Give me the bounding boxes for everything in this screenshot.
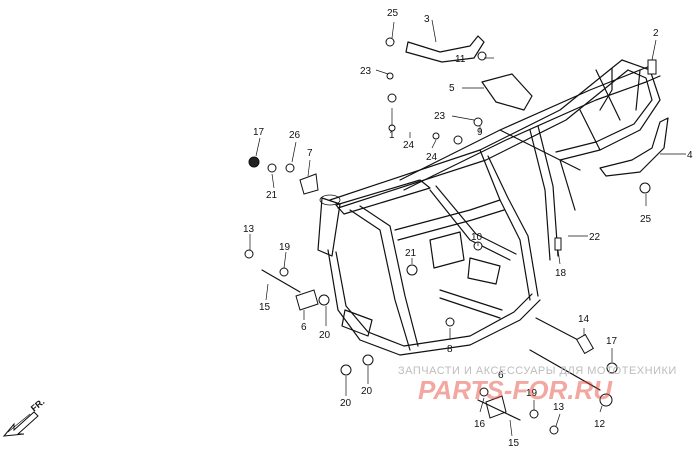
callout-14: 14 — [578, 314, 590, 325]
callout-9: 9 — [477, 127, 483, 138]
callout-24-left: 24 — [403, 140, 415, 151]
callout-20-left: 20 — [319, 330, 331, 341]
part-6-mount-a — [295, 289, 319, 311]
callout-6-left: 6 — [301, 322, 307, 333]
callout-7: 7 — [307, 148, 313, 159]
callout-16: 16 — [474, 419, 486, 430]
callout-11: 11 — [455, 54, 466, 65]
callout-3: 3 — [424, 14, 430, 25]
callout-26: 26 — [289, 130, 301, 141]
callout-18: 18 — [555, 268, 567, 279]
part-4-bracket — [599, 117, 669, 177]
front-marker-label: FR. — [29, 397, 47, 414]
leader-lines — [249, 19, 686, 437]
callout-13-left: 13 — [243, 224, 255, 235]
main-frame — [317, 59, 661, 356]
callout-23-left: 23 — [360, 66, 372, 77]
callout-15-left: 15 — [259, 302, 271, 313]
part-5-plate — [481, 73, 533, 111]
part-6-mount-b — [485, 395, 507, 419]
callout-6-right: 6 — [498, 370, 504, 381]
callout-17-right: 17 — [606, 336, 618, 347]
callout-4: 4 — [687, 150, 693, 161]
callout-15-right: 15 — [508, 438, 520, 449]
part-12-bolt — [529, 349, 601, 391]
part-3-bracket — [405, 35, 485, 63]
callout-1: 1 — [389, 130, 395, 141]
part-15-bolt-a — [261, 269, 301, 293]
callout-25-top: 25 — [387, 8, 399, 19]
callout-17-left: 17 — [253, 127, 265, 138]
callout-20-mid: 20 — [361, 386, 373, 397]
callout-23-mid: 23 — [434, 111, 446, 122]
nuts-and-washers — [244, 37, 651, 435]
callout-19-left: 19 — [279, 242, 291, 253]
front-direction-arrow: FR. — [2, 397, 47, 437]
callout-24-mid: 24 — [426, 152, 438, 163]
part-18-bolt — [554, 237, 562, 251]
callout-8: 8 — [447, 344, 453, 355]
callout-10: 10 — [471, 232, 483, 243]
watermark-logo: PARTS-FOR.RU — [418, 375, 613, 405]
callout-25-right: 25 — [640, 214, 652, 225]
part-15-bolt-b — [477, 399, 521, 421]
callout-21-center: 21 — [405, 248, 417, 259]
part-7-mount — [299, 173, 319, 195]
callout-13-right: 13 — [553, 402, 565, 413]
callout-labels: 25 3 11 23 5 23 9 1 24 24 2 4 25 17 26 7… — [243, 8, 693, 449]
callout-5: 5 — [449, 83, 455, 94]
callout-21-left: 21 — [266, 190, 278, 201]
callout-19-right: 19 — [526, 388, 538, 399]
callout-12: 12 — [594, 419, 606, 430]
callout-2: 2 — [653, 28, 659, 39]
callout-20-bottom: 20 — [340, 398, 352, 409]
part-14-bolt — [535, 317, 595, 355]
part-2-bolt — [647, 59, 657, 75]
watermark-subtitle: ЗАПЧАСТИ И АКСЕССУАРЫ ДЛЯ МОТОТЕХНИКИ — [398, 365, 677, 377]
callout-22: 22 — [589, 232, 601, 243]
watermark: ЗАПЧАСТИ И АКСЕССУАРЫ ДЛЯ МОТОТЕХНИКИ PA… — [398, 365, 677, 405]
